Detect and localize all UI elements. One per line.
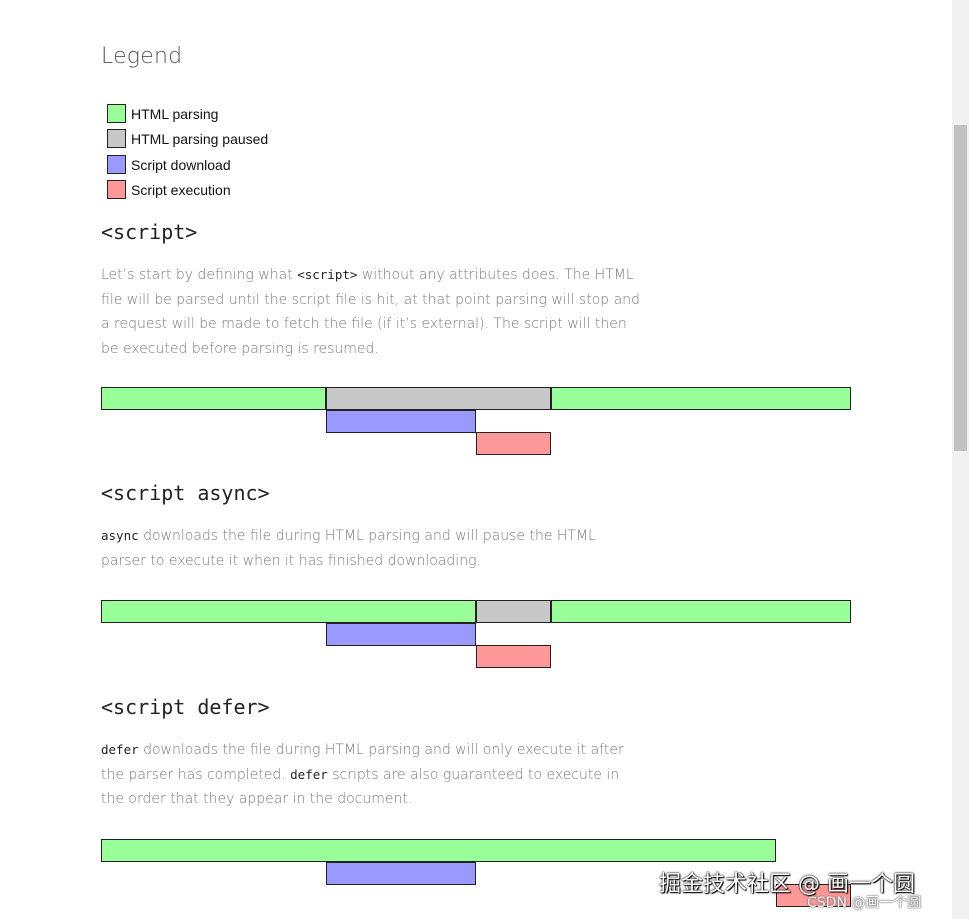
section-description-script: Let’s start by defining what <script> wi… — [101, 263, 641, 362]
legend-swatch-script-execution — [107, 180, 126, 199]
bar-html-parsing-paused — [476, 600, 551, 623]
legend-label: HTML parsing paused — [131, 130, 269, 147]
watermark-csdn: CSDN @画一个圆 — [807, 895, 922, 911]
legend-label: Script execution — [131, 181, 231, 198]
bar-script-download — [326, 409, 476, 433]
section-title-defer: <script defer> — [101, 695, 270, 719]
inline-code: <script> — [297, 267, 358, 282]
legend-item-html-parsing-paused: HTML parsing paused — [107, 128, 268, 149]
bar-html-parsing-paused — [326, 387, 551, 410]
legend-item-script-execution: Script execution — [107, 179, 231, 200]
section-description-async: async downloads the file during HTML par… — [101, 524, 641, 573]
legend-item-html-parsing: HTML parsing — [107, 103, 218, 124]
bar-script-download — [326, 861, 476, 885]
watermark-juejin: 掘金技术社区 @ 画一个圆 — [659, 872, 915, 897]
desc-text: without any attributes does. The HTML fi… — [101, 267, 640, 358]
bar-script-execution — [776, 884, 851, 907]
desc-text: downloads the file during HTML parsing a… — [101, 528, 596, 569]
legend-swatch-html-parsing — [107, 104, 126, 123]
legend-label: HTML parsing — [131, 105, 219, 122]
bar-html-parsing — [101, 387, 326, 410]
bar-script-download — [326, 622, 476, 646]
desc-text: scripts are also guaranteed to execute i… — [101, 766, 620, 808]
legend-title: Legend — [101, 44, 183, 69]
inline-code: async — [101, 528, 139, 543]
bar-script-execution — [476, 432, 551, 455]
vertical-scrollbar-thumb[interactable] — [954, 125, 967, 451]
bar-script-execution — [476, 645, 551, 668]
section-description-defer: defer downloads the file during HTML par… — [101, 738, 641, 812]
section-title-script: <script> — [101, 220, 198, 244]
legend-swatch-html-parsing-paused — [107, 129, 126, 148]
inline-code: defer — [101, 742, 139, 757]
bar-html-parsing — [101, 600, 476, 623]
legend-item-script-download: Script download — [107, 154, 231, 175]
desc-text: Let’s start by defining what — [101, 267, 298, 283]
bar-html-parsing — [101, 839, 776, 862]
section-title-async: <script async> — [101, 481, 270, 505]
legend-swatch-script-download — [107, 155, 126, 174]
desc-text: downloads the file during HTML parsing a… — [101, 742, 624, 783]
bar-html-parsing — [551, 387, 851, 410]
bar-html-parsing — [551, 600, 851, 623]
legend-label: Script download — [131, 156, 231, 173]
inline-code: defer — [290, 766, 328, 782]
